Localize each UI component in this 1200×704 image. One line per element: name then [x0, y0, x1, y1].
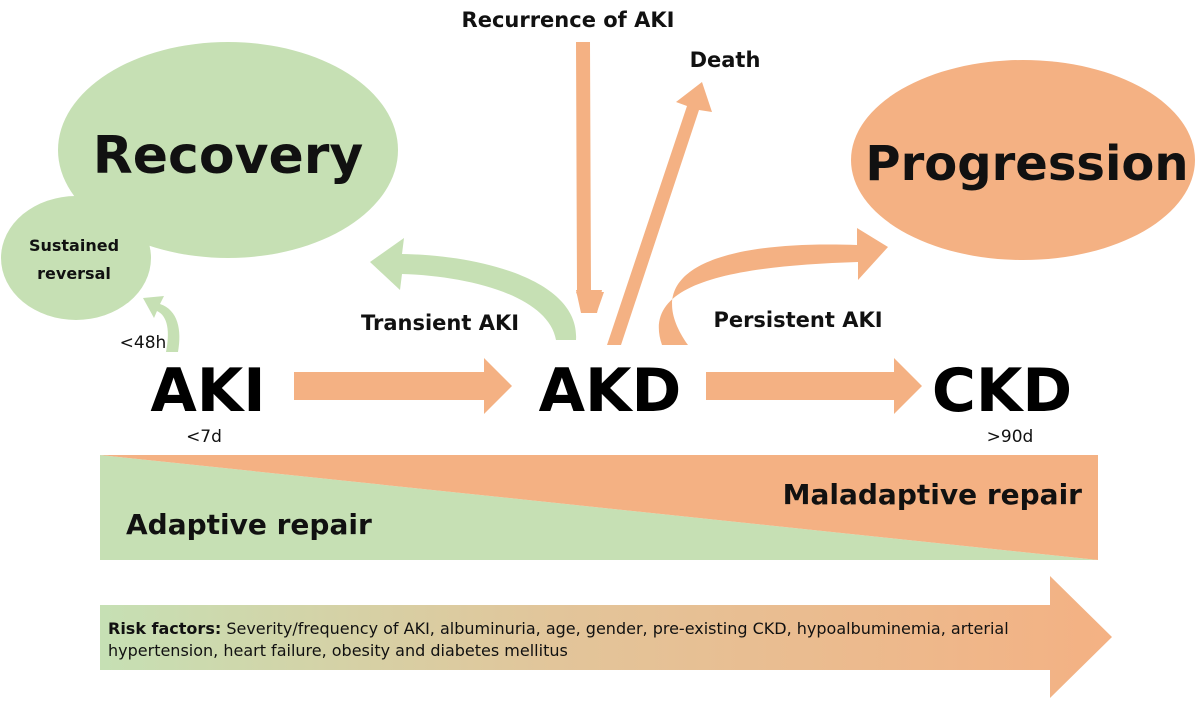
recurrence-label: Recurrence of AKI [462, 8, 675, 32]
time-90d-label: >90d [987, 427, 1034, 447]
arrow-aki-to-sustained [143, 296, 180, 352]
recovery-ellipse [58, 42, 398, 258]
sustained-reversal-label-line1: Sustained [29, 236, 119, 255]
persistent-aki-label: Persistent AKI [713, 308, 882, 332]
maladaptive-repair-region [100, 455, 1098, 560]
arrow-akd-to-death [607, 82, 712, 345]
sustained-reversal-label-line2: reversal [37, 264, 111, 283]
arrow-aki-to-akd [294, 358, 512, 414]
risk-factors-list: Severity/frequency of AKI, albuminuria, … [108, 619, 1009, 660]
risk-factors-label: Risk factors: [108, 619, 222, 638]
risk-factors-arrow [100, 576, 1112, 698]
adaptive-repair-label: Adaptive repair [126, 508, 372, 541]
progression-label: Progression [865, 136, 1188, 192]
progression-ellipse [851, 60, 1195, 260]
time-7d-label: <7d [186, 427, 222, 447]
maladaptive-repair-label: Maladaptive repair [783, 478, 1083, 511]
arrow-akd-to-ckd [706, 358, 922, 414]
akd-node: AKD [539, 356, 682, 426]
arrow-persistent-to-progression [658, 228, 888, 345]
recovery-label: Recovery [93, 126, 364, 186]
risk-factors-text: Risk factors: Severity/frequency of AKI,… [108, 618, 1068, 662]
death-label: Death [690, 48, 761, 72]
ckd-node: CKD [932, 356, 1072, 426]
aki-node: AKI [150, 356, 265, 426]
time-48h-label: <48h [120, 333, 167, 353]
sustained-reversal-ellipse [1, 196, 151, 320]
transient-aki-label: Transient AKI [361, 311, 519, 335]
arrow-transient-to-recovery [370, 238, 577, 340]
